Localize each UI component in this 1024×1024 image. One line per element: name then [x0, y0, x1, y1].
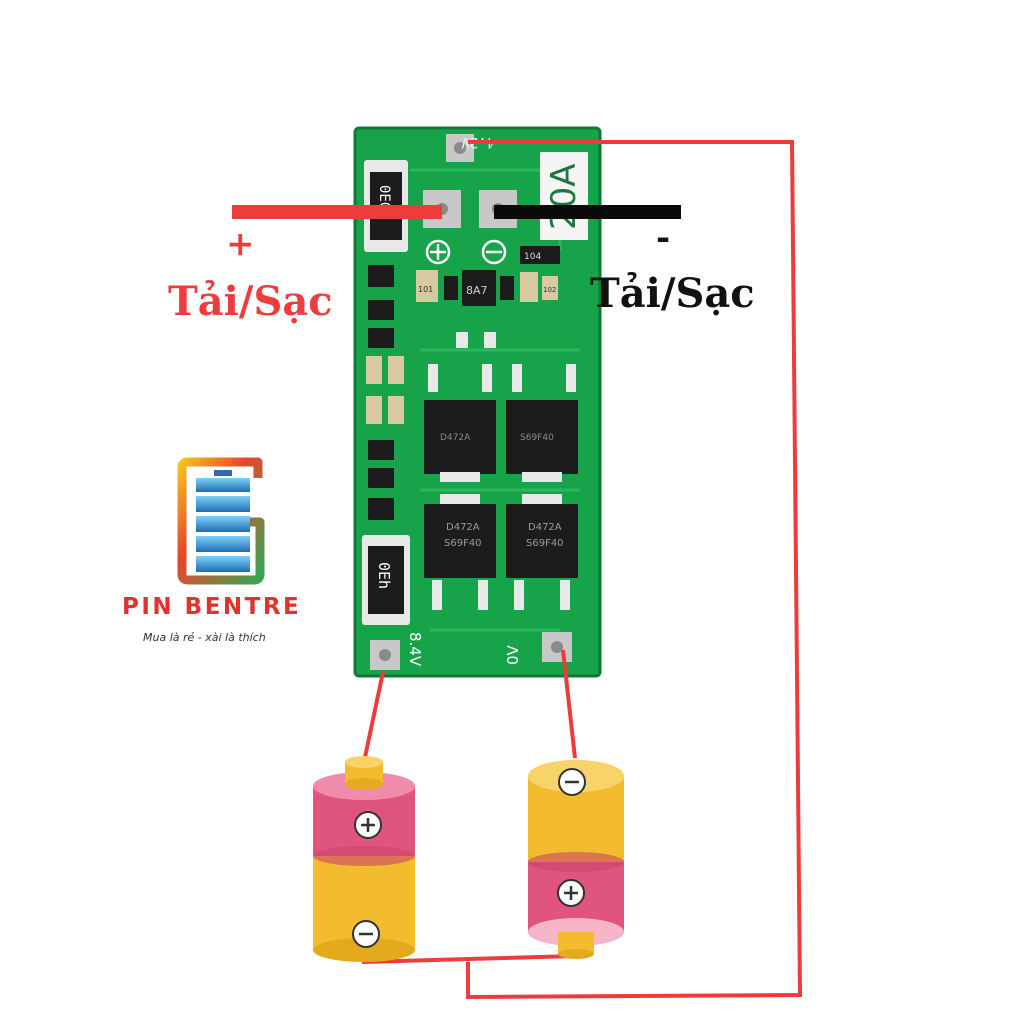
rating-label-box — [540, 152, 588, 240]
svg-text:D472A: D472A — [446, 522, 480, 533]
svg-text:D472A: D472A — [528, 522, 562, 533]
mosfet-2: S69F40 — [506, 364, 578, 482]
resistor-bottom-label: 0Eh — [375, 562, 393, 589]
minus-icon — [558, 768, 586, 796]
svg-text:104: 104 — [524, 252, 541, 262]
wires — [232, 140, 803, 1000]
mid-tap-wire — [466, 140, 803, 1000]
b-minus-wire — [561, 649, 577, 759]
load-minus-sign: - — [656, 218, 671, 258]
battery-right — [528, 760, 624, 959]
svg-text:S69F40: S69F40 — [444, 538, 482, 549]
silk-minus-icon — [481, 239, 507, 265]
b-plus-wire — [362, 671, 385, 763]
rating-label: 20A — [544, 163, 584, 230]
mosfet-4: D472A S69F40 — [506, 494, 578, 610]
svg-text:102: 102 — [543, 286, 556, 294]
left-components — [366, 265, 404, 520]
brand-logo-icon — [177, 457, 265, 585]
brand-slogan: Mua là rẻ - xài là thích — [143, 631, 266, 644]
load-plus-sign: + — [226, 224, 255, 264]
load-minus-label: Tải/Sạc — [590, 270, 755, 317]
pad-0v-label: 0V — [504, 644, 522, 665]
load-plus-label: Tải/Sạc — [168, 278, 333, 325]
mosfet-3: D472A S69F40 — [424, 494, 496, 610]
svg-text:S69F40: S69F40 — [520, 433, 554, 443]
ic-label: 8A7 — [466, 284, 488, 297]
silk-plus-icon — [425, 239, 451, 265]
svg-text:D472A: D472A — [440, 433, 471, 443]
pad-8v4-label: 8.4V — [406, 632, 424, 667]
battery-left — [313, 756, 415, 962]
minus-icon — [352, 920, 380, 948]
protection-ic — [462, 270, 496, 306]
brand-name: PIN BENTRE — [122, 594, 302, 620]
mosfet-1: D472A — [424, 364, 496, 482]
plus-icon — [354, 811, 382, 839]
plus-icon — [557, 879, 585, 907]
svg-text:101: 101 — [418, 285, 433, 294]
svg-text:S69F40: S69F40 — [526, 538, 564, 549]
series-link-wire — [361, 954, 577, 964]
resistor-top-label: 0E0 — [376, 185, 392, 210]
control-ic-row: 101 8A7 102 104 — [416, 246, 560, 348]
